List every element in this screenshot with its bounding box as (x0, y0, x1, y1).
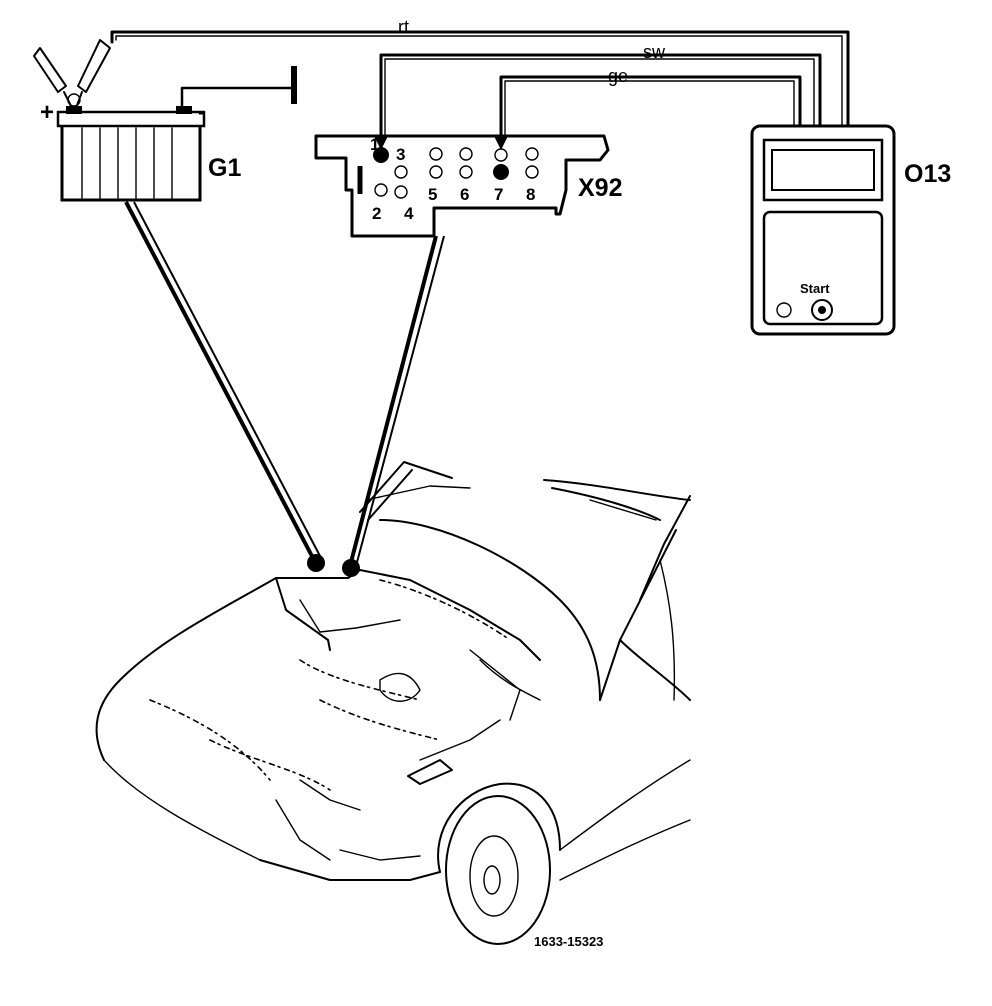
connector-x92 (314, 134, 610, 238)
battery-g1 (33, 39, 297, 202)
wire-sw (374, 53, 822, 150)
connection-point-x92 (342, 559, 360, 577)
battery-minus-label: - (198, 99, 205, 124)
wire-label-ge: ge (608, 66, 628, 86)
pin-1 (373, 147, 389, 163)
cable-to-connector (348, 235, 445, 567)
cable-to-battery (124, 201, 321, 561)
battery-clamps-icon (33, 39, 111, 109)
wire-rt (110, 30, 850, 128)
battery-plus-label: + (40, 99, 54, 126)
sw-arrow-icon (374, 136, 388, 150)
pin-label-8: 8 (526, 185, 535, 204)
pin-label-2: 2 (372, 204, 381, 223)
ge-arrow-icon (494, 136, 508, 150)
pin-label-6: 6 (460, 185, 469, 204)
wire-label-rt: rt (398, 17, 409, 37)
start-button[interactable] (811, 299, 833, 321)
connector-label: X92 (578, 174, 622, 202)
pin-label-7: 7 (494, 185, 503, 204)
figure-id: 1633-15323 (534, 934, 603, 949)
tester-label: O13 (904, 160, 951, 188)
car-illustration (95, 461, 691, 945)
wire-label-sw: sw (643, 42, 666, 62)
connection-point-battery (307, 554, 325, 572)
pin-label-3: 3 (396, 145, 405, 164)
pin-7 (493, 164, 509, 180)
pin-label-4: 4 (404, 204, 414, 223)
pin-label-5: 5 (428, 185, 437, 204)
tester-o13 (750, 124, 896, 336)
battery-label: G1 (208, 154, 241, 182)
start-label: Start (800, 281, 830, 296)
pin-label-1: 1 (370, 135, 379, 154)
wire-ge (494, 75, 802, 150)
indicator-lamp-icon (776, 302, 792, 318)
